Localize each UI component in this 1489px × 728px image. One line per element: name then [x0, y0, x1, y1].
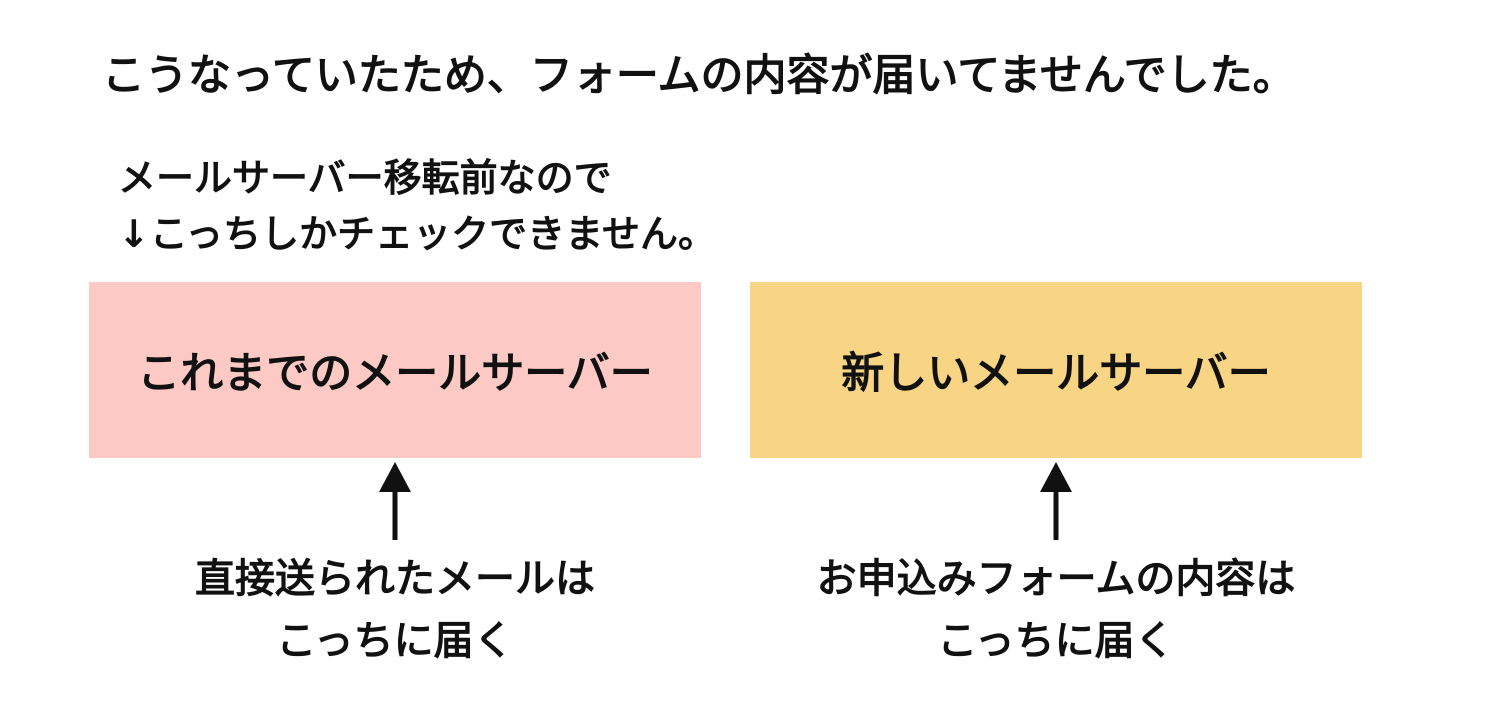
old-caption-line-2: こっちに届く — [276, 618, 514, 664]
arrow-up-icon — [1040, 462, 1072, 540]
migration-note: メールサーバー移転前なので ↓こっちしかチェックできません。 — [118, 150, 938, 262]
new-mail-server-caption: お申込みフォームの内容は こっちに届く — [750, 548, 1362, 672]
new-mail-server-label: 新しいメールサーバー — [841, 349, 1271, 399]
migration-note-line-1: メールサーバー移転前なので — [118, 156, 612, 200]
arrow-up-icon — [379, 462, 411, 540]
new-mail-server-box: 新しいメールサーバー — [750, 282, 1362, 458]
migration-note-line-2: ↓こっちしかチェックできません。 — [118, 212, 717, 256]
new-caption-line-1: お申込みフォームの内容は — [816, 556, 1296, 602]
old-mail-server-box: これまでのメールサーバー — [89, 282, 701, 458]
old-mail-server-label: これまでのメールサーバー — [137, 349, 653, 399]
new-caption-line-2: こっちに届く — [937, 618, 1175, 664]
old-caption-line-1: 直接送られたメールは — [195, 556, 595, 602]
old-mail-server-caption: 直接送られたメールは こっちに届く — [89, 548, 701, 672]
headline: こうなっていたため、フォームの内容が届いてませんでした。 — [102, 51, 1296, 101]
